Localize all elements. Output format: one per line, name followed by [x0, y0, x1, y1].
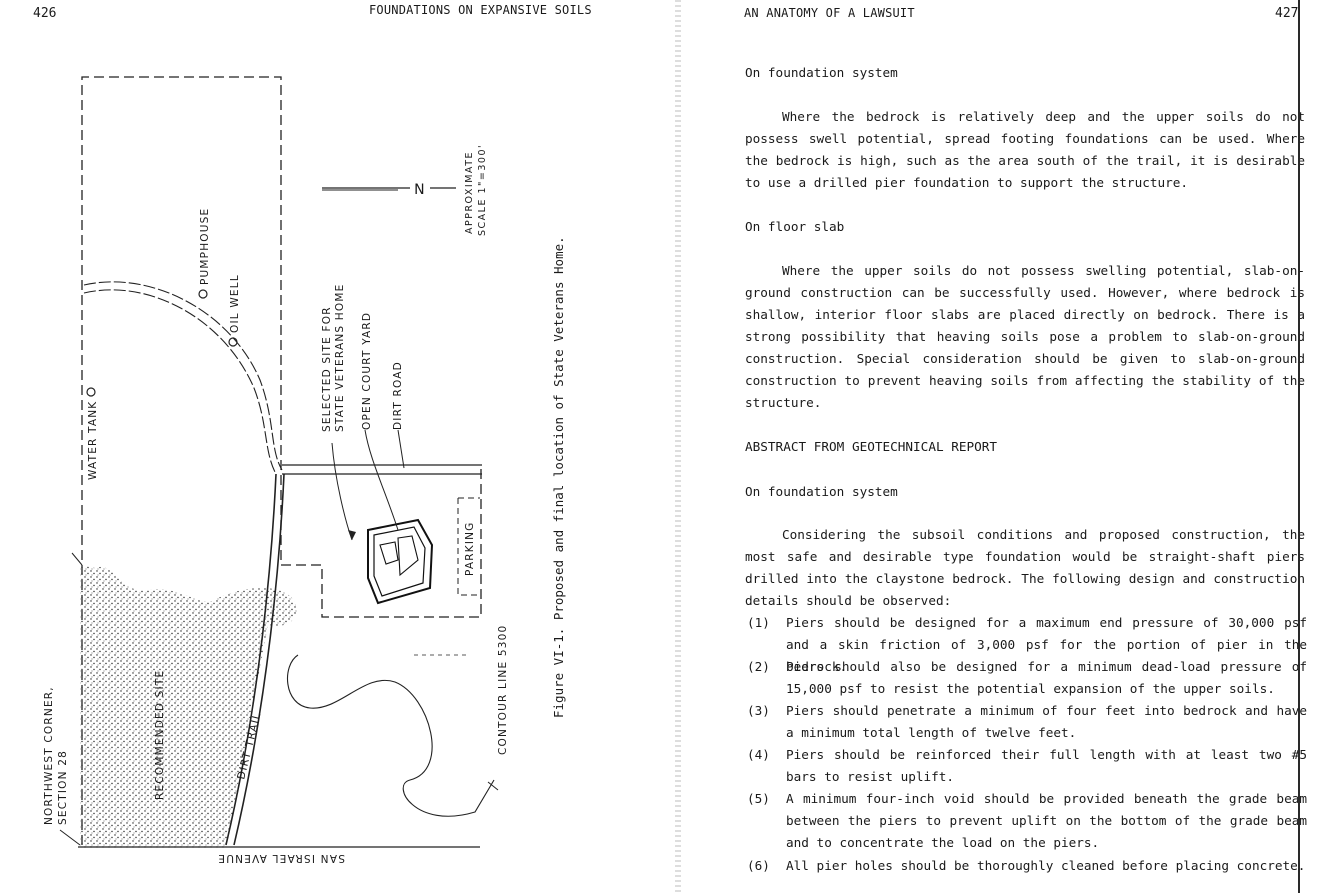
- contour-line-label: CONTOUR LINE 5300: [497, 625, 509, 755]
- selected-site-label-2: STATE VETERANS HOME: [334, 284, 346, 432]
- scale-label-2: SCALE 1"=300': [477, 144, 488, 236]
- dirt-trail: [225, 473, 277, 846]
- list-item: (4) Piers should be reinforced their ful…: [747, 744, 1307, 788]
- list-item-number: (2): [747, 659, 770, 674]
- list-item-text: Piers should penetrate a minimum of four…: [786, 703, 1307, 741]
- contour-line: [286, 654, 495, 817]
- parking-boundary: [457, 497, 481, 596]
- list-item: (3) Piers should penetrate a minimum of …: [747, 700, 1307, 744]
- pumphouse-label: PUMPHOUSE: [199, 208, 211, 285]
- scan-edge-rule: [1298, 0, 1300, 893]
- heading-floor-slab: On floor slab: [745, 219, 845, 234]
- list-item-number: (6): [747, 858, 770, 873]
- recommended-site-area: [80, 565, 297, 848]
- parking-label: PARKING: [464, 521, 476, 576]
- selected-site-label-1: SELECTED SITE FOR: [321, 306, 333, 432]
- list-item: (5) A minimum four-inch void should be p…: [747, 788, 1307, 855]
- list-item: (6) All pier holes should be thoroughly …: [747, 855, 1307, 877]
- scale-label-1: APPROXIMATE: [464, 151, 475, 234]
- property-boundary: [81, 76, 482, 845]
- left-page: 426 FOUNDATIONS ON EXPANSIVE SOILS: [33, 3, 592, 864]
- water-tank-label: WATER TANK: [87, 401, 99, 480]
- page-gutter: [675, 0, 681, 893]
- list-item-text: Piers should be reinforced their full le…: [786, 747, 1307, 785]
- heading-foundation-system-2: On foundation system: [745, 484, 898, 499]
- nw-corner-label-2: SECTION 28: [57, 750, 69, 825]
- right-running-head: AN ANATOMY OF A LAWSUIT: [744, 6, 915, 20]
- list-item-text: A minimum four-inch void should be provi…: [786, 791, 1307, 851]
- right-page-number: 427: [1275, 6, 1299, 21]
- list-item: (1) Piers should be designed for a maxim…: [747, 612, 1307, 679]
- list-item-number: (1): [747, 615, 770, 630]
- site-map: N WATER TANK PUMPHOUSE OIL WELL SELECTED…: [43, 76, 566, 864]
- dirt-road-label: DIRT ROAD: [392, 361, 404, 430]
- open-court-yard-label: OPEN COURT YARD: [361, 312, 373, 430]
- paragraph-floor-slab: Where the upper soils do not possess swe…: [745, 263, 1305, 410]
- list-item-text: Piers should be designed for a maximum e…: [786, 615, 1307, 675]
- figure-caption: Figure VI-1. Proposed and final location…: [551, 236, 566, 718]
- oil-well-label: OIL WELL: [229, 274, 241, 333]
- paragraph-foundation: Where the bedrock is relatively deep and…: [745, 109, 1305, 190]
- nw-corner-label-1: NORTHWEST CORNER,: [43, 686, 55, 825]
- list-item-text: All pier holes should be thoroughly clea…: [786, 858, 1306, 873]
- heading-abstract: ABSTRACT FROM GEOTECHNICAL REPORT: [745, 439, 998, 454]
- list-item-text: Piers should also be designed for a mini…: [786, 659, 1307, 697]
- list-item-number: (5): [747, 791, 770, 806]
- veterans-home-building: [367, 518, 434, 605]
- paragraph-abstract: Considering the subsoil conditions and p…: [745, 527, 1305, 608]
- left-running-head: FOUNDATIONS ON EXPANSIVE SOILS: [369, 3, 592, 17]
- north-arrow-label: N: [414, 182, 426, 198]
- right-page: AN ANATOMY OF A LAWSUIT 427 On foundatio…: [678, 0, 1331, 893]
- list-item-number: (4): [747, 747, 770, 762]
- access-road: [83, 281, 283, 471]
- recommended-site-label: RECOMMENDED SITE: [154, 670, 166, 800]
- list-item: (2) Piers should also be designed for a …: [747, 656, 1307, 700]
- heading-foundation-system: On foundation system: [745, 65, 898, 80]
- street-label: SAN ISRAEL AVENUE: [217, 852, 345, 864]
- left-page-number: 426: [33, 6, 57, 21]
- list-item-number: (3): [747, 703, 770, 718]
